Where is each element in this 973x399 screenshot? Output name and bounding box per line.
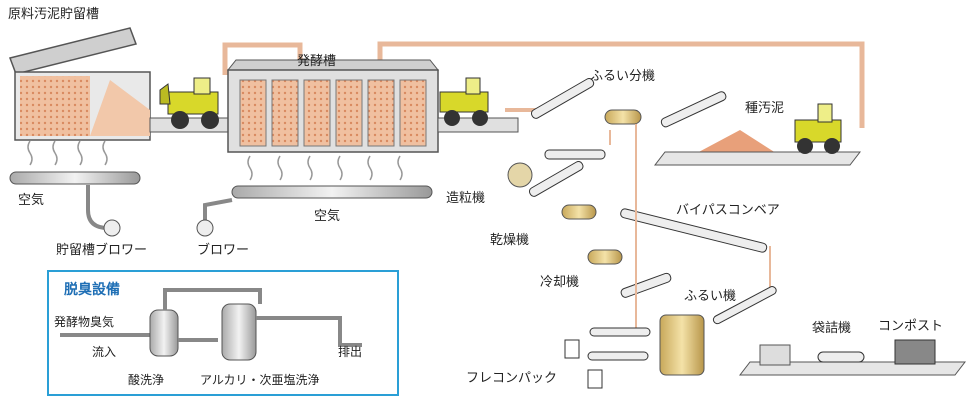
label-outflow: 排出 [338,345,362,359]
return-line-seed-sludge [377,41,865,128]
label-alkali-wash: アルカリ・次亜塩洗浄 [200,372,320,387]
label-screen-separator: ふるい分機 [590,69,655,84]
label-storage-blower: 貯留槽ブロワー [56,242,147,258]
wheel-loader-2 [439,77,489,126]
screen-and-bagging [564,286,967,389]
label-screen: ふるい機 [684,289,736,304]
fermentation-tank [226,59,519,153]
label-raw-sludge-tank: 原料汚泥貯留槽 [8,7,99,22]
deodorization-title: 脱臭設備 [64,281,120,298]
seed-sludge-area [653,91,862,166]
label-seed-sludge: 種汚泥 [745,100,784,116]
wheel-loader-1 [159,77,219,129]
return-line-to-fermentation [222,42,303,75]
label-air-left: 空気 [18,192,44,208]
label-dryer: 乾燥機 [490,233,529,248]
screen-separator-system [507,77,771,335]
air-pipe-left [9,140,141,185]
deodorization-equipment [60,288,362,361]
label-air-middle: 空気 [314,208,340,224]
line-to-screen-separator [505,108,537,118]
label-flexible-container: フレコンパック [466,371,557,386]
label-bypass-conveyor: バイパスコンベア [676,203,780,218]
label-cooler: 冷却機 [540,275,579,290]
label-granulator: 造粒機 [446,191,485,206]
label-inflow: 流入 [92,345,116,359]
label-acid-wash: 酸洗浄 [128,372,164,387]
label-fermentation-odor: 発酵物臭気 [54,314,114,329]
label-bagging-machine: 袋詰機 [812,320,851,336]
storage-blower-pipe [86,185,109,230]
label-compost: コンポスト [878,319,943,334]
storage-blower-icon [103,219,121,237]
label-fermentation-tank: 発酵槽 [297,54,336,69]
blower-icon [196,219,214,237]
air-pipe-middle [231,155,433,199]
label-blower: ブロワー [197,242,249,258]
